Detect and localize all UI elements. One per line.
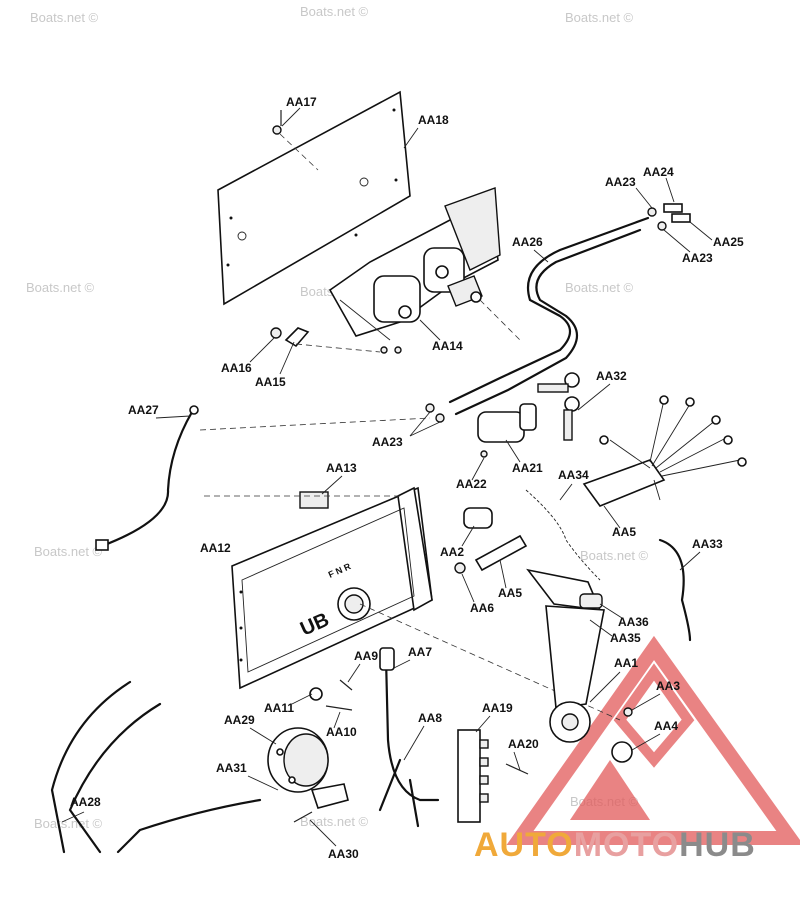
label-aa9: AA9 [354,649,378,663]
label-aa3: AA3 [656,679,680,693]
label-aa10: AA10 [326,725,357,739]
watermark: Boats.net © [565,280,634,295]
wire-aa27 [100,410,194,548]
label-aa6: AA6 [470,601,494,615]
screw-aa30 [293,811,313,823]
label-aa14: AA14 [432,339,463,353]
terminal-block [457,729,489,823]
label-aa8: AA8 [418,711,442,725]
wire-aa28 [68,702,162,854]
cable-end-aa25 [671,213,691,223]
nut-aa6 [454,562,466,574]
screw-aa10 [325,705,353,711]
ignition-keys [537,372,580,441]
label-aa23: AA23 [605,175,636,189]
watermark: Boats.net © [300,4,369,19]
label-aa32: AA32 [596,369,627,383]
nut-aa23 [435,413,445,423]
label-aa26: AA26 [512,235,543,249]
wire-aa28 [116,798,262,854]
label-aa16: AA16 [221,361,252,375]
bracket-aa15 [284,327,310,348]
label-aa30: AA30 [328,847,359,861]
lanyard-aa34 [525,489,601,581]
cable-end-aa24 [663,203,683,213]
screw-aa3 [623,707,633,717]
ignition-switch [477,403,537,458]
label-aa4: AA4 [654,719,678,733]
label-aa7: AA7 [408,645,432,659]
brand-wordmark: AUTOMOTOHUB [474,826,756,865]
screw-aa9 [339,679,353,691]
label-aa17: AA17 [286,95,317,109]
label-aa24: AA24 [643,165,674,179]
label-aa19: AA19 [482,701,513,715]
label-aa5: AA5 [498,586,522,600]
label-aa25: AA25 [713,235,744,249]
label-aa34: AA34 [558,468,589,482]
control-handle [526,568,605,743]
label-aa20: AA20 [508,737,539,751]
nut-aa23 [425,403,435,413]
label-aa2: AA2 [440,545,464,559]
label-aa23: AA23 [372,435,403,449]
screw-aa16 [270,327,282,339]
label-aa22: AA22 [456,477,487,491]
watermark: Boats.net © [34,816,103,831]
label-aa18: AA18 [418,113,449,127]
washer-aa11 [309,687,323,701]
wire-aa28 [50,680,132,854]
label-aa13: AA13 [326,461,357,475]
clip-aa13 [299,491,329,509]
shift-mechanism [328,187,521,354]
brand-moto: MOTO [573,826,680,864]
brand-hub: HUB [679,826,756,864]
label-aa29: AA29 [224,713,255,727]
sleeve-aa5 [474,534,528,572]
throttle-shift-cables [448,216,650,416]
screw-aa17 [272,125,282,135]
label-aa1: AA1 [614,656,638,670]
label-aa31: AA31 [216,761,247,775]
watermark: Boats.net © [34,544,103,559]
label-aa36: AA36 [618,615,649,629]
switch-aa2 [463,507,493,529]
lanyard-wire-aa33 [658,538,692,642]
cap-aa4 [611,741,633,763]
label-aa35: AA35 [610,631,641,645]
mounting-plate [217,90,411,306]
wire-harness [582,395,747,507]
label-aa21: AA21 [512,461,543,475]
harness-aa7 [378,656,440,828]
label-aa11: AA11 [264,701,294,715]
label-aa23: AA23 [682,251,713,265]
brand-logo-triangle [506,635,800,845]
leader-lines [61,107,713,847]
label-aa33: AA33 [692,537,723,551]
watermark: Boats.net © [300,814,369,829]
label-aa15: AA15 [255,375,286,389]
watermark: Boats.net © [30,10,99,25]
brand-auto: AUTO [474,826,574,864]
label-aa12: AA12 [200,541,231,555]
watermark: Boats.net © [26,280,95,295]
control-box-housing: UB F N R [231,486,433,690]
watermark: Boats.net © [580,548,649,563]
screw-aa20 [505,763,529,775]
part-labels: AA17 AA18 AA23 AA24 AA25 AA23 AA26 AA14 … [70,95,744,861]
watermark: Boats.net © [565,10,634,25]
label-aa27: AA27 [128,403,159,417]
label-aa28: AA28 [70,795,101,809]
trim-gauge [267,727,349,809]
label-aa5: AA5 [612,525,636,539]
